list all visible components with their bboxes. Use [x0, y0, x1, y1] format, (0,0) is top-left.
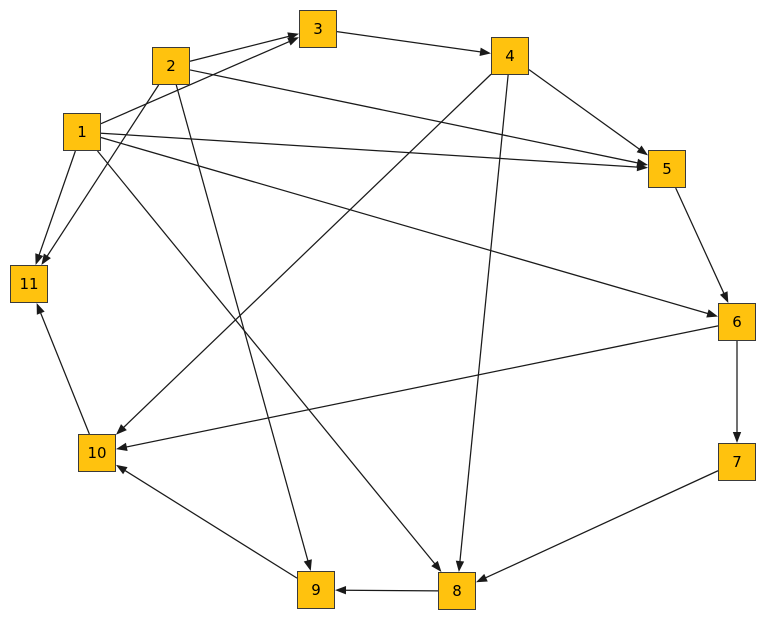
graph-node-label: 4 — [505, 46, 515, 65]
edge-line — [528, 69, 642, 151]
graph-edge-6-to-7 — [732, 341, 742, 443]
graph-edge-7-to-8 — [476, 470, 719, 583]
graph-edge-4-to-10 — [116, 73, 492, 435]
edge-arrowhead — [303, 559, 312, 571]
graph-node-label: 2 — [166, 56, 176, 75]
graph-edge-1-to-11 — [35, 150, 76, 265]
edge-arrowhead — [116, 424, 127, 435]
graph-edge-2-to-3 — [189, 32, 299, 62]
edge-line — [100, 40, 292, 125]
edge-line — [675, 187, 726, 296]
graph-edge-9-to-10 — [116, 464, 298, 579]
graph-node-11[interactable]: 11 — [10, 265, 48, 303]
graph-edge-4-to-5 — [528, 69, 648, 156]
graph-node-label: 9 — [311, 580, 321, 599]
edge-arrowhead — [732, 432, 742, 443]
edge-line — [124, 325, 719, 448]
graph-node-label: 3 — [313, 19, 323, 38]
edge-arrowhead — [636, 158, 648, 167]
edge-arrowhead — [706, 309, 718, 318]
edge-line — [483, 470, 719, 580]
graph-edge-6-to-10 — [116, 325, 719, 452]
edge-arrowhead — [455, 560, 465, 572]
graph-node-8[interactable]: 8 — [438, 572, 476, 610]
graph-node-1[interactable]: 1 — [63, 113, 101, 151]
graph-edge-2-to-5 — [189, 69, 648, 167]
graph-edge-4-to-8 — [455, 74, 509, 572]
graph-node-label: 1 — [77, 122, 87, 141]
graph-node-label: 6 — [732, 312, 742, 331]
edge-arrowhead — [479, 47, 491, 56]
edge-line — [189, 35, 291, 62]
edge-arrowhead — [116, 442, 128, 452]
edge-arrowhead — [35, 253, 44, 265]
edge-line — [459, 74, 509, 564]
edge-line — [343, 589, 439, 592]
graph-node-label: 10 — [87, 443, 107, 462]
graph-edge-2-to-11 — [41, 84, 160, 265]
edge-line — [37, 150, 76, 257]
edge-arrowhead — [636, 145, 648, 156]
edge-arrowhead — [41, 253, 51, 265]
graph-node-label: 8 — [452, 581, 462, 600]
graph-node-label: 11 — [19, 274, 39, 293]
edge-arrowhead — [476, 573, 488, 583]
graph-node-label: 5 — [662, 159, 672, 178]
graph-node-3[interactable]: 3 — [299, 10, 337, 48]
edge-arrowhead — [36, 303, 45, 315]
edge-line — [39, 311, 90, 435]
graph-node-6[interactable]: 6 — [718, 303, 756, 341]
edge-line — [189, 69, 640, 164]
edge-line — [100, 136, 710, 315]
edge-line — [97, 150, 437, 566]
edge-line — [175, 84, 309, 563]
edge-arrowhead — [287, 32, 299, 41]
graph-edge-1-to-6 — [100, 136, 718, 318]
graph-edge-1-to-8 — [97, 150, 442, 572]
edge-arrowhead — [335, 586, 347, 595]
graph-edge-10-to-11 — [36, 303, 90, 435]
graph-edge-2-to-9 — [175, 84, 312, 571]
edge-arrowhead — [116, 464, 128, 475]
graph-edge-5-to-6 — [675, 187, 729, 303]
edge-line — [45, 84, 160, 258]
edge-line — [123, 469, 298, 579]
graph-edge-8-to-9 — [335, 586, 439, 595]
graph-node-4[interactable]: 4 — [491, 37, 529, 75]
graph-node-10[interactable]: 10 — [78, 434, 116, 472]
graph-node-label: 7 — [732, 452, 742, 471]
edge-arrowhead — [431, 560, 442, 572]
graph-node-9[interactable]: 9 — [297, 571, 335, 609]
graph-node-5[interactable]: 5 — [648, 150, 686, 188]
edge-line — [336, 31, 483, 53]
edge-line — [122, 73, 492, 429]
graph-node-2[interactable]: 2 — [152, 47, 190, 85]
edge-arrowhead — [719, 291, 729, 303]
graph-node-7[interactable]: 7 — [718, 443, 756, 481]
graph-edge-3-to-4 — [336, 31, 491, 56]
